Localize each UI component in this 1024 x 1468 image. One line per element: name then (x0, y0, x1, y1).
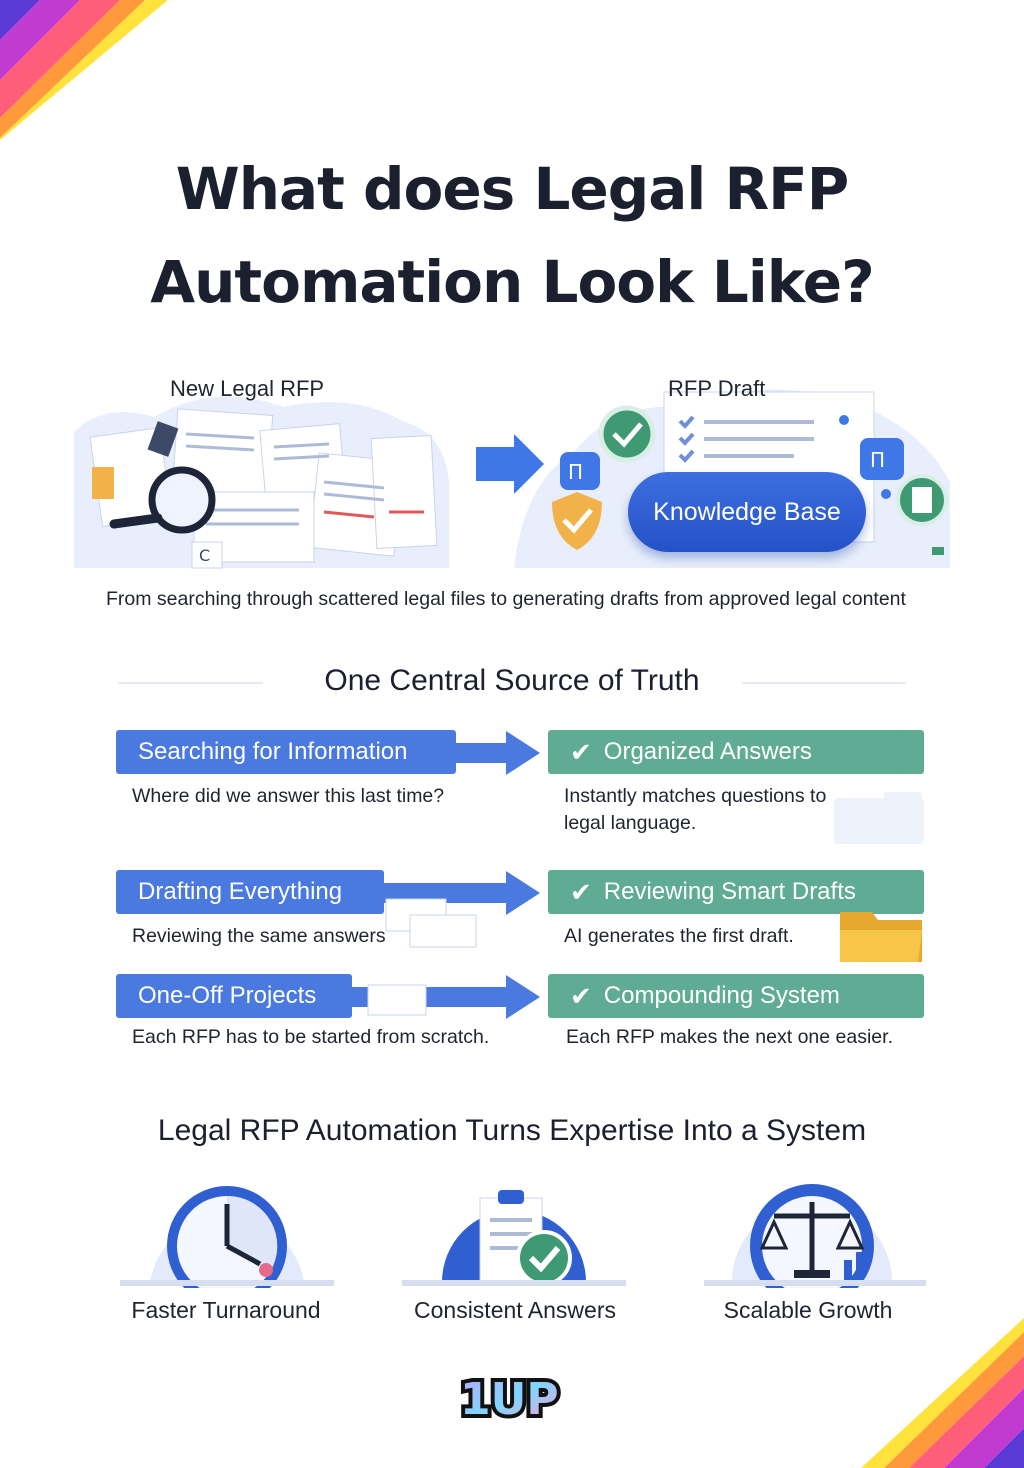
logo-text: 1UP (460, 1374, 559, 1424)
after-text-line1: Each RFP makes the next one easier. (566, 1026, 893, 1048)
after-title: Reviewing Smart Drafts (603, 878, 856, 905)
before-text: Each RFP has to be started from scratch. (132, 1026, 490, 1048)
section-title-expertise-system: Legal RFP Automation Turns Expertise Int… (157, 1114, 867, 1147)
magnifier-icon (109, 466, 216, 534)
clipboard-check-icon (402, 1190, 626, 1286)
svg-text:Π: Π (568, 460, 583, 484)
check-badge-icon (598, 405, 656, 463)
before-text: Reviewing the same answers (132, 925, 386, 947)
new-legal-rfp-label: New Legal RFP (170, 376, 325, 401)
before-bar-drafting: Drafting Everything (116, 870, 384, 914)
arrow-right-icon (450, 731, 540, 775)
1up-logo: 1UP 1UP (456, 1370, 563, 1424)
after-title: Compounding System (603, 982, 840, 1009)
divider-right (742, 682, 906, 684)
checkmark-icon: ✔ (570, 980, 592, 1011)
arrow-right-icon (348, 975, 540, 1019)
legal-book-icon-right (860, 438, 904, 480)
arrow-right-icon (476, 434, 544, 494)
svg-text:Π: Π (870, 448, 885, 472)
checkmark-icon: ✔ (570, 736, 592, 767)
page-title-line1: What does Legal RFP (175, 155, 850, 223)
feature-label: Scalable Growth (723, 1297, 893, 1323)
shield-check-icon (552, 492, 602, 550)
after-text-line1: AI generates the first draft. (564, 925, 794, 947)
folder-icon (840, 912, 922, 962)
knowledge-base-pill: Knowledge Base (628, 472, 866, 552)
after-bar-compounding: ✔ Compounding System (548, 974, 924, 1018)
legal-book-icon (560, 452, 600, 490)
rfp-draft-label: RFP Draft (668, 376, 766, 401)
checkmark-icon: ✔ (570, 876, 592, 907)
before-title: One-Off Projects (138, 982, 317, 1009)
after-title: Organized Answers (603, 738, 812, 765)
svg-text:C: C (199, 546, 210, 565)
after-bar-smart-drafts: ✔ Reviewing Smart Drafts (548, 870, 924, 914)
scales-icon (704, 1184, 926, 1288)
corner-stripes-top-left (0, 0, 168, 140)
feature-label: Consistent Answers (414, 1297, 616, 1323)
hero-caption: From searching through scattered legal f… (106, 588, 906, 610)
arrow-right-icon (380, 871, 540, 948)
after-text-line1: Instantly matches questions to (564, 785, 827, 807)
clock-icon (120, 1186, 334, 1288)
page-title-line2: Automation Look Like? (150, 248, 875, 316)
before-title: Searching for Information (138, 738, 408, 765)
logo-outline: 1UP (460, 1374, 559, 1424)
corner-stripes-bottom-right (861, 1318, 1024, 1468)
feature-label: Faster Turnaround (131, 1297, 321, 1323)
before-bar-searching: Searching for Information (116, 730, 456, 774)
divider-left (118, 682, 263, 684)
after-text-line2: legal language. (564, 812, 697, 834)
section-title-source-of-truth: One Central Source of Truth (324, 664, 700, 697)
before-text: Where did we answer this last time? (132, 785, 445, 807)
before-bar-one-off: One-Off Projects (116, 974, 352, 1018)
folder-outline-icon (834, 792, 924, 844)
before-title: Drafting Everything (138, 878, 343, 905)
after-bar-organized: ✔ Organized Answers (548, 730, 924, 774)
